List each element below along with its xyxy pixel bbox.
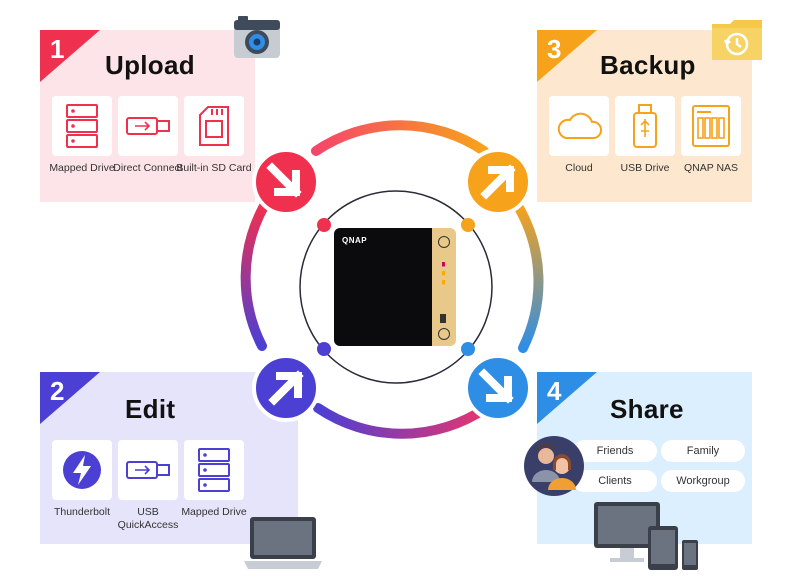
sd-card-tile <box>184 96 244 156</box>
mapped-drive-tile-edit <box>184 440 244 500</box>
direct-connect-tile <box>118 96 178 156</box>
backup-step-badge: 3 <box>537 30 597 82</box>
usb-quickaccess-tile <box>118 440 178 500</box>
upload-step-badge: 1 <box>40 30 100 82</box>
sd-card-icon <box>199 106 229 146</box>
devices-icon <box>592 500 702 577</box>
upload-step-number: 1 <box>50 34 65 64</box>
cloud-tile <box>549 96 609 156</box>
ring-arc-upload-backup <box>311 120 489 156</box>
usb-drive-tile <box>615 96 675 156</box>
backup-folder-icon <box>710 14 764 69</box>
usb-stick-icon <box>126 461 170 479</box>
audience-friends: Friends <box>573 440 657 462</box>
ring-arc-edit-upload <box>240 201 269 351</box>
mapped-drive-tile-upload <box>52 96 112 156</box>
camera-icon <box>232 14 282 67</box>
usb-drive-label: USB Drive <box>620 162 670 174</box>
direct-connect-label: Direct Connect <box>113 162 183 174</box>
audience-family: Family <box>661 440 745 462</box>
upload-arrow-icon <box>250 146 322 223</box>
cloud-label: Cloud <box>565 162 593 174</box>
nas-device-icon <box>692 105 730 147</box>
thunderbolt-icon <box>63 451 101 489</box>
power-button-icon <box>438 236 450 248</box>
qnap-nas-tile <box>681 96 741 156</box>
laptop-icon <box>242 515 324 576</box>
inner-ring-dot-share <box>461 342 475 356</box>
usb-quickaccess-label: USB QuickAccess <box>117 506 179 531</box>
edit-arrow-icon <box>250 352 322 429</box>
share-title: Share <box>610 394 684 424</box>
ring-arc-share-edit <box>313 403 491 439</box>
inner-ring <box>299 190 493 384</box>
backup-arrow-icon <box>462 146 534 223</box>
qnap-nas-label: QNAP NAS <box>683 162 739 174</box>
mapped-drive-label-edit: Mapped Drive <box>181 506 247 518</box>
status-led-icon <box>442 262 445 292</box>
server-icon <box>198 448 230 492</box>
nas-brand-label: QNAP <box>342 236 368 245</box>
nas-device: QNAP <box>334 228 458 346</box>
backup-title: Backup <box>600 50 696 80</box>
mapped-drive-label-upload: Mapped Drive <box>49 162 115 174</box>
edit-step-number: 2 <box>50 376 65 406</box>
thunderbolt-label: Thunderbolt <box>53 506 111 518</box>
ring-arc-backup-share <box>513 201 544 353</box>
usb-drive-icon <box>633 104 657 148</box>
cloud-icon <box>557 112 603 139</box>
audience-workgroup: Workgroup <box>661 470 745 492</box>
share-step-badge: 4 <box>537 372 597 424</box>
edit-title: Edit <box>125 394 176 424</box>
edit-step-badge: 2 <box>40 372 100 424</box>
people-icon <box>522 434 586 503</box>
audience-clients: Clients <box>573 470 657 492</box>
backup-step-number: 3 <box>547 34 562 64</box>
usb-stick-icon <box>126 117 170 135</box>
inner-ring-dot-edit <box>317 342 331 356</box>
sd-card-label: Built-in SD Card <box>176 162 252 174</box>
inner-ring-dot-backup <box>461 218 475 232</box>
inner-ring-dot-upload <box>317 218 331 232</box>
upload-panel: 1 Upload Mapped Drive Direct Connect Bui… <box>40 30 255 202</box>
usb-port-icon <box>440 314 446 323</box>
upload-title: Upload <box>105 50 195 80</box>
thunderbolt-tile <box>52 440 112 500</box>
share-step-number: 4 <box>547 376 562 406</box>
server-icon <box>66 104 98 148</box>
share-arrow-icon <box>462 352 534 429</box>
copy-button-icon <box>438 328 450 340</box>
